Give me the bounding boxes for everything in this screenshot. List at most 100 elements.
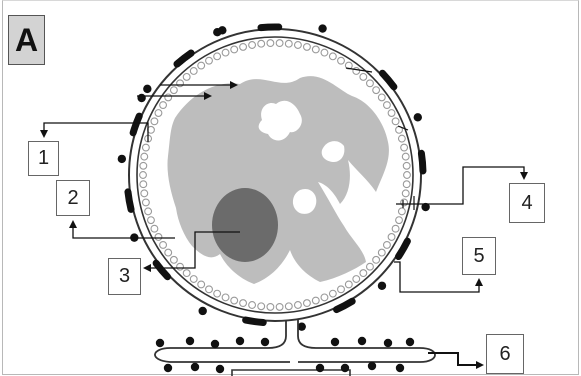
callout-2: 2: [56, 180, 90, 216]
lamina-bead: [139, 161, 148, 170]
lamina-bead: [320, 48, 329, 57]
lamina-bead: [205, 56, 213, 65]
lamina-bead: [221, 48, 230, 57]
nuclear-pore: [395, 237, 411, 261]
lamina-bead: [403, 171, 411, 179]
lamina-bead: [400, 198, 409, 207]
lamina-bead: [377, 248, 386, 257]
er-ribosome: [190, 362, 200, 372]
lamina-bead: [144, 207, 153, 216]
er-ribosome: [155, 338, 165, 348]
lamina-bead: [293, 301, 302, 309]
lamina-bead: [164, 93, 173, 102]
lamina-bead: [352, 67, 361, 75]
lamina-bead: [397, 207, 406, 216]
endoplasmic-reticulum-stalk: [154, 320, 290, 363]
lamina-bead: [401, 189, 410, 198]
er-ribosome: [330, 337, 340, 347]
lamina-bead: [230, 45, 239, 54]
lamina-bead: [205, 285, 213, 294]
lamina-bead: [397, 134, 406, 143]
pointer-line-d: [397, 125, 409, 131]
er-ribosome: [357, 336, 367, 346]
lamina-bead: [382, 101, 391, 110]
er-ribosome: [210, 339, 220, 349]
lamina-bead: [147, 216, 155, 225]
pointer-line-c: [345, 67, 373, 73]
lamina-bead: [372, 86, 381, 95]
lamina-bead: [169, 255, 178, 264]
lamina-bead: [257, 302, 266, 311]
ribosome: [297, 322, 306, 331]
nucleoplasm-gap: [258, 100, 302, 141]
lamina-bead: [239, 299, 248, 308]
lamina-bead: [197, 61, 206, 70]
lamina-bead: [372, 255, 381, 264]
lamina-bead: [320, 293, 329, 302]
lamina-bead: [284, 39, 293, 48]
er-ribosome: [260, 337, 270, 347]
er-ribosome: [215, 364, 225, 374]
lamina-bead: [344, 280, 353, 289]
lamina-bead: [239, 42, 248, 51]
er-ribosome: [235, 336, 245, 346]
nuclear-pore: [378, 69, 398, 91]
leader-line-5: [394, 261, 483, 293]
lamina-bead: [337, 285, 345, 294]
ribosome: [377, 281, 387, 290]
lamina-bead: [169, 86, 178, 95]
lamina-bead: [311, 45, 320, 54]
callout-5: 5: [462, 237, 496, 275]
lamina-bead: [401, 152, 410, 161]
lamina-bead: [328, 289, 337, 298]
leader-line-6: [428, 352, 484, 369]
lamina-bead: [337, 56, 345, 65]
lamina-bead: [182, 72, 191, 81]
lamina-bead: [391, 117, 400, 126]
lamina-bead: [387, 233, 396, 241]
lamina-bead: [141, 198, 150, 207]
lamina-bead: [189, 67, 198, 75]
lamina-bead: [248, 301, 257, 309]
endoplasmic-reticulum-lower: [231, 369, 351, 376]
lamina-bead: [359, 269, 368, 278]
ribosome: [143, 84, 152, 94]
lamina-bead: [391, 224, 400, 233]
lamina-bead: [213, 52, 222, 61]
lamina-bead: [159, 240, 168, 249]
lamina-bead: [395, 216, 403, 225]
nucleolus: [212, 188, 278, 262]
er-ribosome: [395, 363, 405, 373]
lamina-bead: [213, 289, 222, 298]
lamina-bead: [154, 233, 163, 241]
lamina-bead: [139, 171, 147, 179]
endoplasmic-reticulum-stalk: [297, 320, 436, 363]
lamina-bead: [402, 180, 411, 189]
nuclear-pore: [257, 23, 283, 32]
ribosomes: [117, 24, 430, 331]
lamina-bead: [140, 152, 149, 161]
nucleoplasm-gap: [292, 188, 317, 214]
ribosome: [318, 24, 327, 33]
er-ribosomes: [155, 336, 415, 374]
lamina-bead: [150, 224, 159, 233]
leader-line-2: [69, 220, 175, 239]
nuclear-pore: [152, 259, 172, 281]
lamina-bead: [248, 41, 257, 49]
lamina-bead: [400, 143, 409, 152]
lamina-bead: [359, 72, 368, 81]
lamina-bead: [154, 109, 163, 117]
lamina-bead: [302, 299, 311, 308]
nuclear-pore: [417, 149, 427, 175]
lamina-bead: [176, 79, 184, 88]
callout-3: 3: [108, 258, 141, 295]
lamina-bead: [189, 275, 198, 283]
nuclear-pore: [242, 316, 267, 327]
lamina-bead: [150, 117, 159, 126]
leader-line-4: [396, 166, 528, 205]
lamina-bead: [140, 189, 149, 198]
nucleoplasm-gap: [321, 141, 345, 162]
lamina-bead: [293, 41, 302, 49]
